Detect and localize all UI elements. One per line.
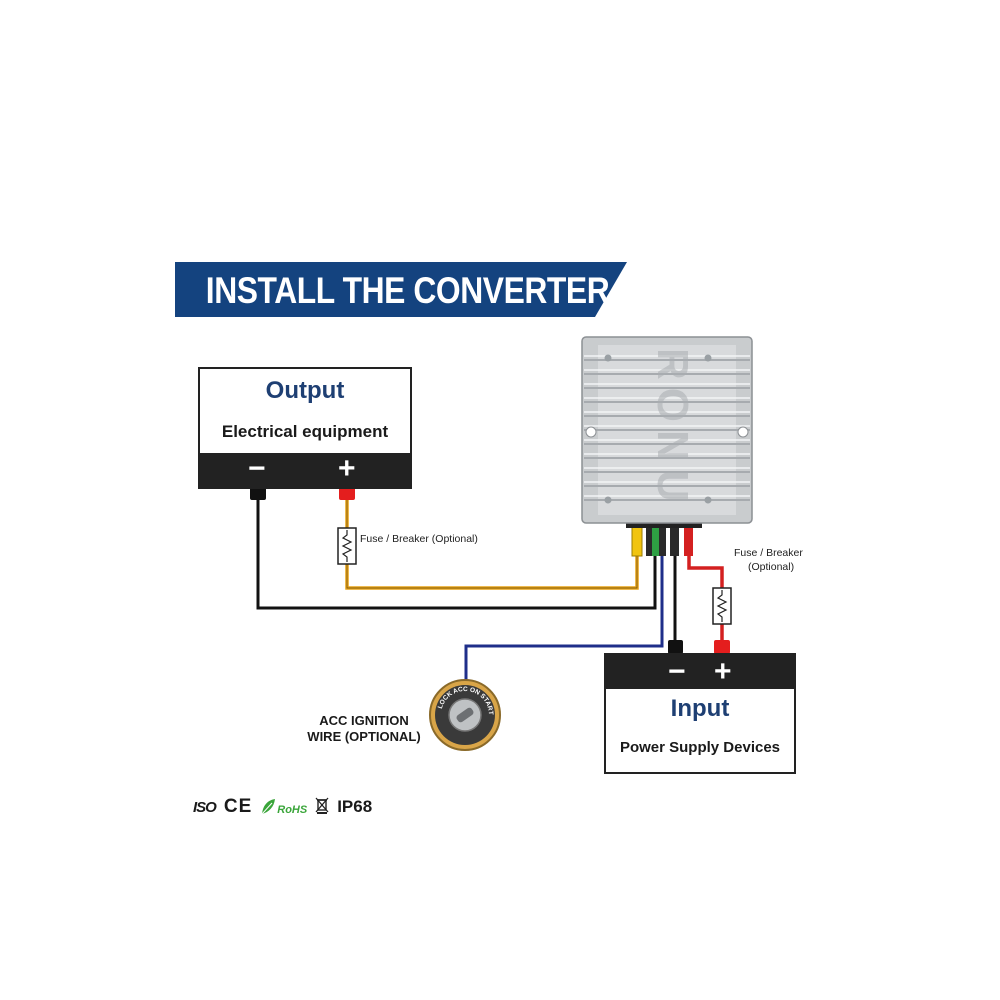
input-minus-label: − bbox=[668, 655, 686, 688]
input-title: Input bbox=[670, 695, 730, 722]
weee-bin-icon bbox=[315, 796, 329, 819]
certifications-row: ISO CE RoHS IP68 bbox=[193, 794, 372, 820]
wire-output-negative bbox=[256, 495, 657, 610]
title-banner: INSTALL THE CONVERTER bbox=[175, 262, 627, 317]
output-plus-label: + bbox=[338, 452, 356, 485]
page-title: INSTALL THE CONVERTER bbox=[205, 270, 610, 311]
wire-acc bbox=[464, 555, 664, 680]
converter-unit bbox=[581, 336, 753, 524]
ce-logo: CE bbox=[223, 796, 253, 817]
acc-label-line1: ACC IGNITION bbox=[319, 713, 409, 728]
fuse-output-label: Fuse / Breaker (Optional) bbox=[360, 533, 478, 545]
fuse-output-icon bbox=[337, 527, 357, 565]
input-subtitle: Power Supply Devices bbox=[619, 739, 781, 756]
fuse-input-label-line2: (Optional) bbox=[748, 561, 795, 573]
rohs-logo: RoHS bbox=[260, 798, 307, 816]
fuse-input-icon bbox=[712, 587, 732, 625]
banner-shape bbox=[175, 262, 627, 317]
acc-label: ACC IGNITION WIRE (OPTIONAL) bbox=[296, 713, 432, 745]
input-terminal-bar: − + bbox=[606, 655, 794, 689]
iso-logo: ISO bbox=[193, 798, 217, 816]
leaf-icon bbox=[261, 799, 276, 815]
input-negative-connector bbox=[668, 640, 683, 654]
output-subtitle: Electrical equipment bbox=[221, 422, 389, 441]
fuse-input-label-line1: Fuse / Breaker bbox=[734, 547, 803, 559]
ignition-switch-icon: LOCK ACC ON START bbox=[429, 679, 501, 751]
output-title: Output bbox=[265, 377, 345, 404]
converter-brand: RONU bbox=[648, 348, 697, 510]
acc-label-line2: WIRE (OPTIONAL) bbox=[307, 729, 421, 744]
output-minus-label: − bbox=[248, 452, 266, 485]
ip68-label: IP68 bbox=[337, 797, 373, 816]
input-box: − + Input Power Supply Devices bbox=[604, 653, 796, 774]
input-positive-connector bbox=[714, 640, 730, 654]
output-terminal-bar: − + bbox=[200, 453, 410, 487]
output-box: Output Electrical equipment − + bbox=[198, 367, 412, 489]
input-plus-label: + bbox=[714, 655, 732, 688]
converter-leads bbox=[626, 519, 702, 557]
